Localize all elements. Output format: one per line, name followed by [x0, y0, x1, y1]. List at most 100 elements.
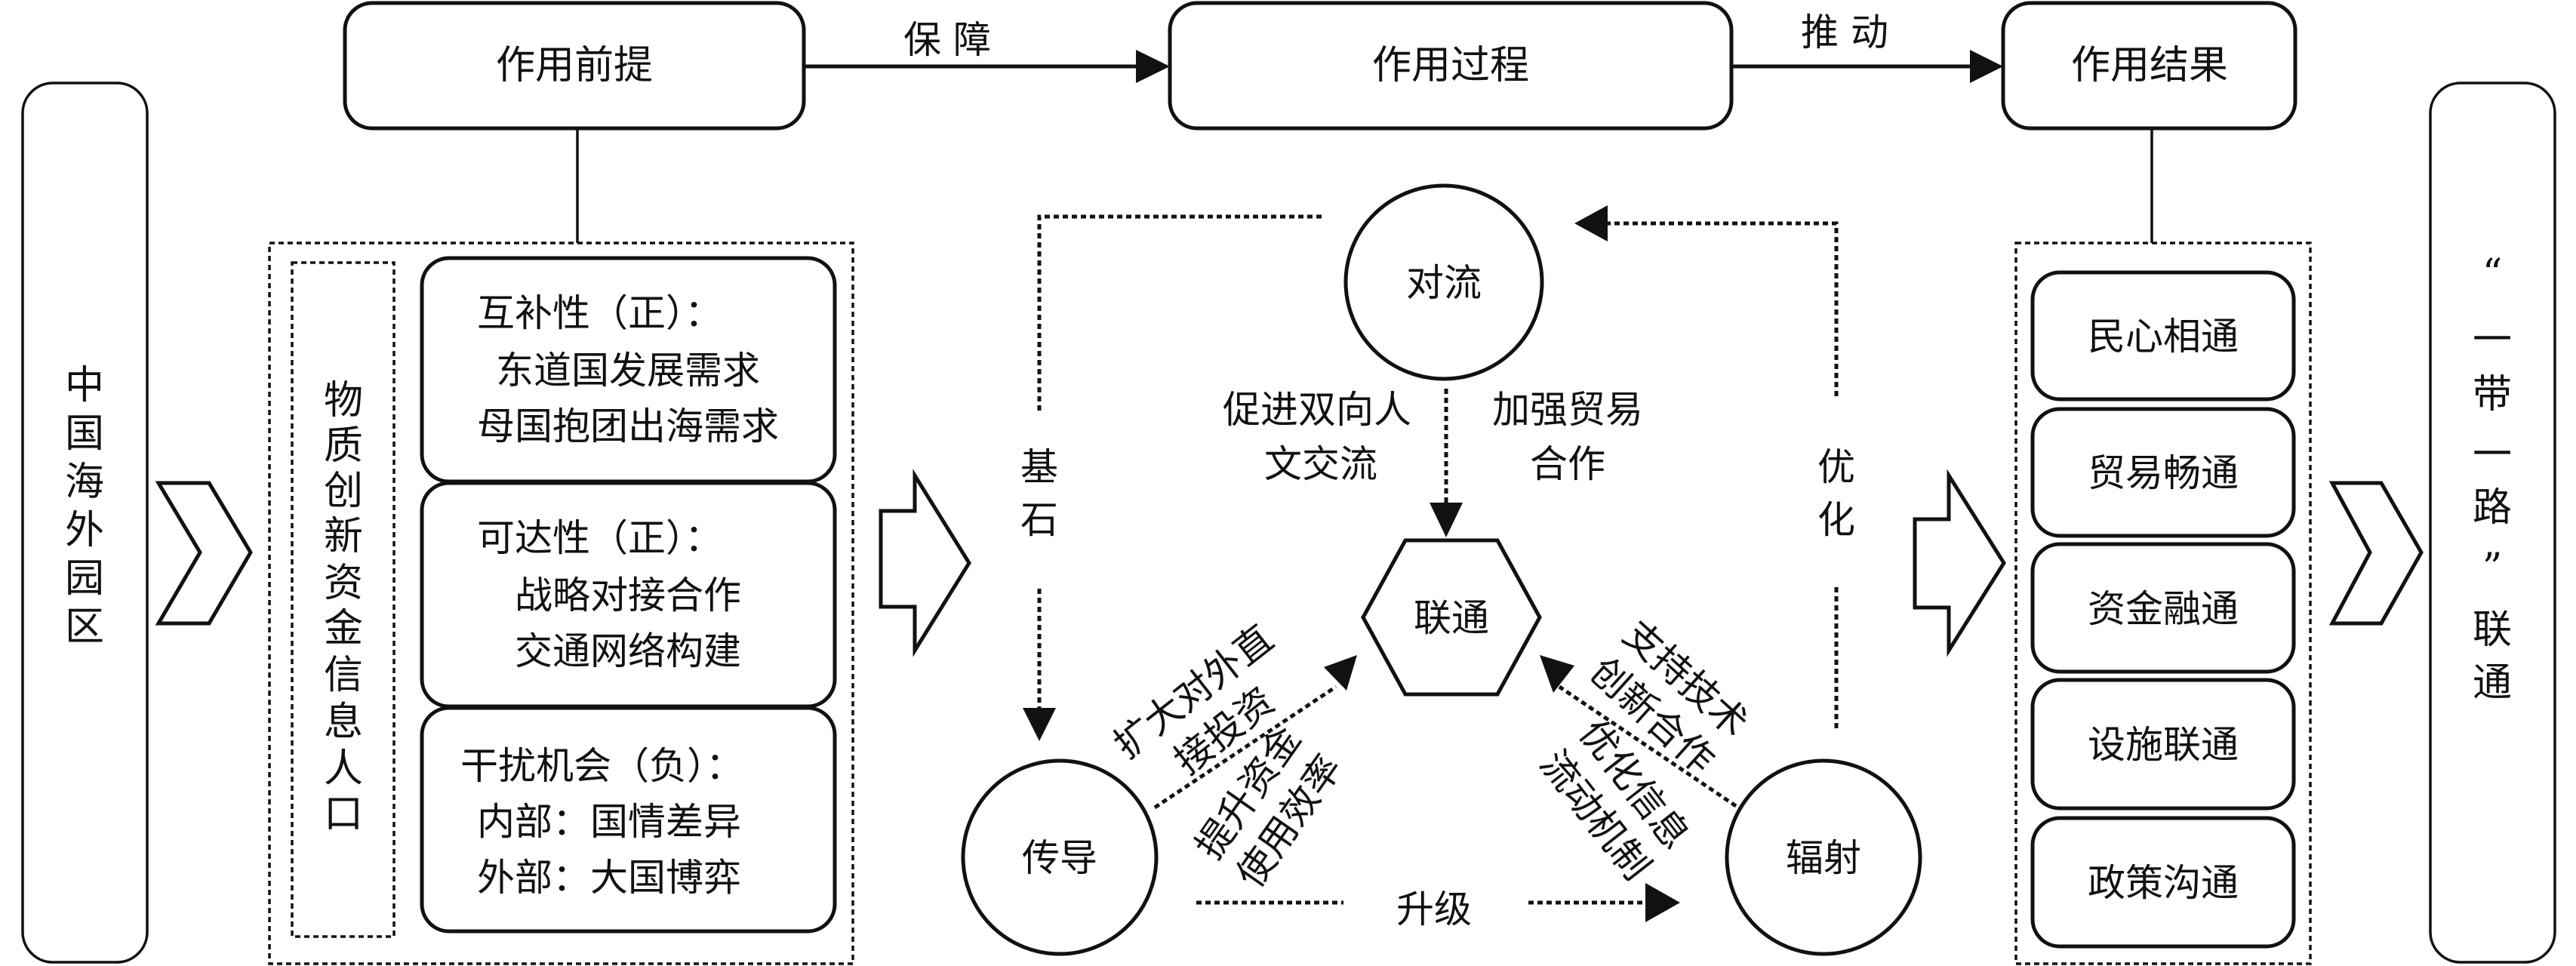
connectivity-hexagon	[1361, 538, 1542, 697]
right-pillar-char: 联	[2473, 608, 2512, 653]
result-item-label: 资金融通	[2088, 587, 2239, 631]
process-panel: 基 石 优 化 对流 促进双向人 文交流 加强贸易 合作 联通 传导	[961, 183, 1922, 956]
right-pillar-char: ”	[2482, 546, 2503, 591]
left-pillar-box	[21, 82, 149, 964]
header-premise: 作用前提	[343, 1, 806, 131]
arrow-head-icon	[1430, 503, 1463, 537]
premise-item-box	[420, 706, 837, 934]
optimize-char: 化	[1817, 498, 1855, 542]
factor-char: 口	[324, 792, 363, 837]
result-item: 设施联通	[2030, 678, 2296, 811]
node-connectivity: 联通	[1361, 538, 1542, 697]
result-item: 资金融通	[2030, 542, 2296, 674]
conduction-label: 传导	[1022, 836, 1097, 880]
result-item-box	[2030, 542, 2296, 674]
radiation-circle	[1725, 758, 1922, 956]
arrow-head-icon	[1970, 50, 2003, 83]
chevron-right-icon	[155, 481, 253, 626]
premise-item-line: 战略对接合作	[515, 574, 741, 617]
right-pillar-char: 一	[2473, 432, 2512, 478]
arrow-guarantee-label: 保 障	[903, 18, 991, 62]
result-item: 贸易畅通	[2030, 407, 2296, 538]
premise-item-line: 内部：国情差异	[477, 800, 741, 844]
result-panel: 民心相通 贸易畅通 资金融通 设施联通 政策沟通	[2014, 242, 2312, 965]
right-pillar-char: 通	[2473, 660, 2512, 706]
left-pillar: 中 国 海 外 园 区	[21, 82, 149, 964]
premise-item-title: 干扰机会（负）：	[460, 744, 743, 788]
result-item-label: 民心相通	[2088, 315, 2239, 358]
premise-item-line: 母国抱团出海需求	[477, 405, 779, 448]
result-label: 作用结果	[2071, 43, 2228, 88]
factor-char: 信	[324, 653, 363, 698]
optimize-char: 优	[1817, 445, 1855, 489]
right-pillar-char: 带	[2473, 372, 2512, 417]
premise-label: 作用前提	[496, 43, 653, 88]
result-item-label: 贸易畅通	[2088, 451, 2239, 495]
result-item-box	[2030, 816, 2296, 949]
factor-char: 息	[324, 700, 363, 745]
factor-char: 人	[324, 746, 363, 792]
factors-frame	[291, 261, 395, 938]
cornerstone-char: 基	[1020, 445, 1058, 489]
arrow-head-icon	[1023, 708, 1056, 741]
left-pillar-char: 国	[65, 411, 104, 457]
premise-item-line: 外部：大国博弈	[477, 856, 741, 900]
big-arrow-right-icon	[879, 469, 971, 657]
big-arrow-right-icon	[1913, 469, 2006, 657]
node-radiation: 辐射	[1725, 758, 1922, 956]
factor-char: 物	[324, 378, 363, 423]
premise-box-interference: 干扰机会（负）： 内部：国情差异 外部：大国博弈	[420, 706, 837, 934]
arrow-head-icon	[1645, 883, 1680, 922]
result-box	[2001, 1, 2297, 131]
trade-coop-line: 加强贸易	[1492, 388, 1643, 432]
node-conduction: 传导	[961, 758, 1159, 956]
connectivity-label: 联通	[1414, 596, 1489, 640]
chevron-right-icon	[2328, 481, 2424, 626]
arrow-head-icon	[1540, 655, 1574, 693]
premise-panel: 物 质 创 新 资 金 信 息 人 口 互补性（正）： 东道国发展需求 母国抱团…	[268, 242, 854, 965]
people-exchange-line: 促进双向人	[1223, 388, 1411, 432]
node-convection: 对流	[1343, 183, 1544, 381]
conduction-to-connectivity-line	[1153, 685, 1337, 810]
arrow-head-icon	[1136, 50, 1170, 83]
factor-char: 创	[324, 469, 363, 514]
upgrade-label: 升级	[1396, 888, 1472, 931]
premise-item-title: 可达性（正）：	[477, 516, 722, 560]
left-pillar-char: 海	[65, 460, 104, 505]
right-pillar-char: 一	[2473, 318, 2512, 363]
convection-label: 对流	[1406, 261, 1482, 305]
arrow-guarantee: 保 障	[804, 18, 1170, 83]
conduction-circle	[961, 758, 1159, 956]
result-item-label: 设施联通	[2088, 723, 2239, 767]
premise-box-accessibility: 可达性（正）： 战略对接合作 交通网络构建	[420, 481, 837, 709]
factor-char: 资	[324, 561, 363, 606]
result-item-box	[2030, 270, 2296, 401]
radiation-label: 辐射	[1786, 836, 1861, 880]
premise-item-title: 互补性（正）：	[477, 291, 722, 335]
right-pillar-char: 路	[2473, 485, 2512, 531]
arrow-drive: 推 动	[1731, 11, 2003, 83]
left-pillar-char: 园	[65, 556, 104, 601]
factors-vertical-list: 物 质 创 新 资 金 信 息 人 口	[324, 378, 363, 837]
result-item-box	[2030, 407, 2296, 538]
left-pillar-char: 区	[65, 605, 104, 650]
header-result: 作用结果	[2001, 1, 2297, 131]
arrow-drive-label: 推 动	[1801, 11, 1888, 54]
result-item: 民心相通	[2030, 270, 2296, 401]
arrow-head-icon	[1574, 205, 1608, 242]
cornerstone-path-upper	[1037, 214, 1322, 411]
optimize-path-upper	[1605, 221, 1839, 396]
result-panel-frame	[2014, 242, 2312, 965]
trade-coop-line: 合作	[1530, 442, 1605, 486]
result-item-box	[2030, 678, 2296, 811]
factor-char: 质	[324, 423, 363, 469]
result-item: 政策沟通	[2030, 816, 2296, 949]
convection-circle	[1343, 183, 1544, 381]
result-item-label: 政策沟通	[2088, 861, 2239, 905]
factor-char: 新	[324, 514, 363, 559]
premise-panel-frame	[268, 242, 854, 965]
right-pillar-char: “	[2482, 251, 2503, 297]
left-pillar-char: 中	[65, 363, 104, 408]
premise-item-line: 东道国发展需求	[496, 349, 760, 392]
